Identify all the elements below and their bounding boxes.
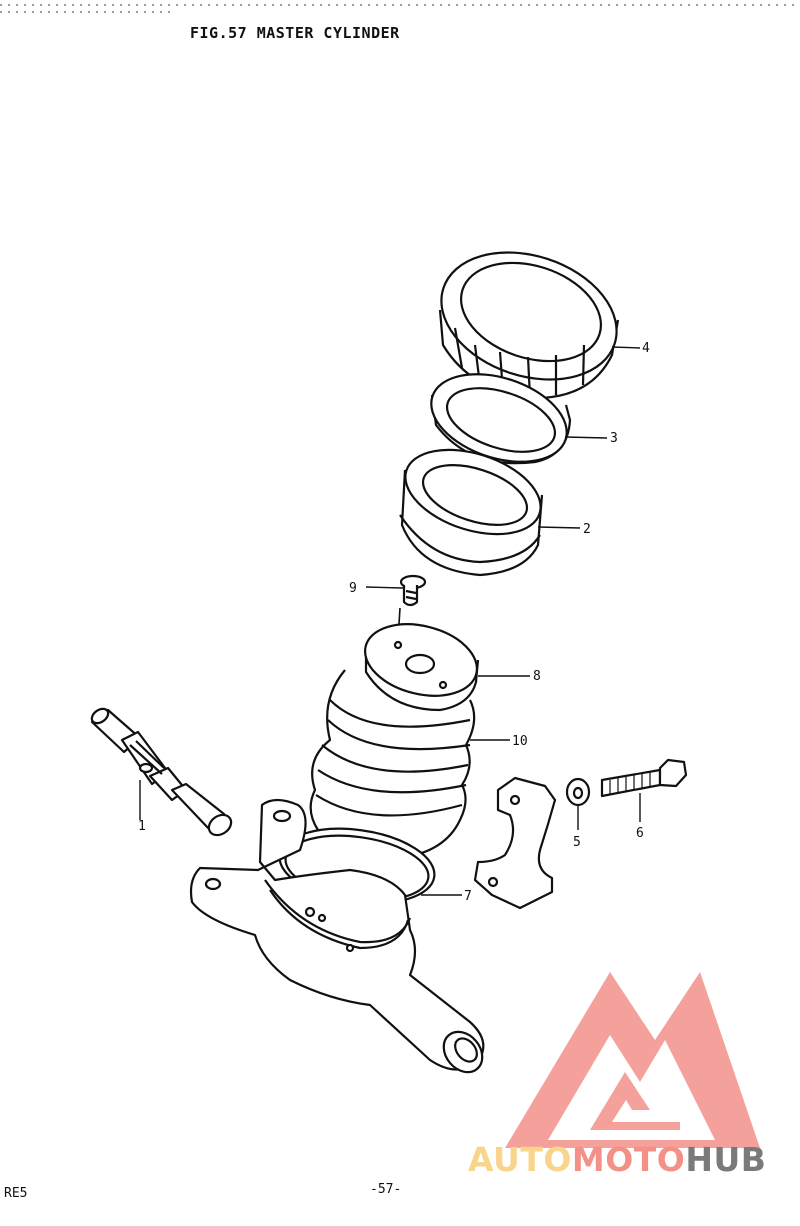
callout-2: 2: [583, 522, 591, 537]
figure-title: FIG.57 MASTER CYLINDER: [190, 24, 400, 42]
diaphragm-part-2: [399, 448, 544, 577]
washer-part-5: [565, 777, 591, 807]
callout-1: 1: [138, 819, 146, 834]
callout-3: 3: [610, 431, 618, 446]
callout-7: 7: [464, 889, 472, 904]
screw-part-9: [397, 574, 427, 641]
watermark-text: AUTOMOTOHUB: [468, 1140, 766, 1179]
master-cylinder-body: [189, 798, 485, 1074]
hose-fitting-part-1: [90, 707, 233, 837]
watermark-text-hub: HUB: [685, 1140, 767, 1179]
callout-10: 10: [512, 734, 528, 749]
model-code: RE5: [4, 1186, 28, 1201]
callout-6: 6: [636, 826, 644, 841]
bolt-part-6: [600, 758, 688, 798]
plate-part-8: [363, 623, 480, 712]
callout-8: 8: [533, 669, 541, 684]
callout-5: 5: [573, 835, 581, 850]
reservoir-cap-part-4: [438, 251, 620, 400]
callout-4: 4: [642, 341, 650, 356]
callout-9: 9: [349, 581, 357, 596]
scan-noise: [0, 4, 800, 13]
watermark-logo: [505, 972, 760, 1148]
watermark-text-auto: AUTO: [468, 1140, 572, 1179]
boot-part-10: [309, 669, 476, 860]
gasket-ring-part-3: [430, 373, 572, 465]
page-number: -57-: [370, 1182, 402, 1197]
handlebar-clamp: [473, 776, 557, 910]
watermark-text-moto: MOTO: [571, 1140, 686, 1179]
leader-lines: [139, 346, 641, 896]
callout-labels: 1 2 3 4 5 6 7 8 9 10: [138, 341, 650, 904]
